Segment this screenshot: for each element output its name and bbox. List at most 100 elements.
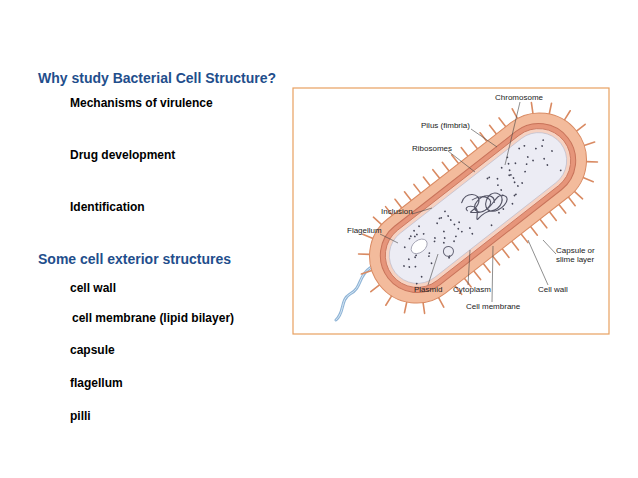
ribosome-dot: [410, 235, 413, 238]
pilus-drawing: [521, 234, 528, 243]
part-label: Inclusion: [381, 207, 413, 216]
leader-line: [448, 151, 475, 172]
ribosome-dot: [546, 164, 549, 167]
ribosome-dot: [416, 233, 419, 236]
ribosome-dot: [447, 215, 450, 218]
ribosome-dot: [518, 147, 521, 150]
ribosome-dot: [443, 237, 446, 240]
list-item: Drug development: [70, 148, 175, 162]
ribosome-dot: [461, 230, 464, 233]
pilus-drawing: [577, 124, 586, 131]
ribosome-dot: [541, 145, 544, 148]
inclusion-drawing: [408, 236, 430, 257]
leader-line: [380, 234, 398, 243]
pilus-drawing: [584, 139, 594, 148]
pilus-drawing: [414, 184, 421, 193]
part-label: Cytoplasm: [453, 285, 491, 294]
ribosome-dot: [444, 210, 447, 213]
pilus-drawing: [395, 199, 402, 208]
ribosome-dot: [438, 217, 441, 220]
part-label: Flagellum: [347, 226, 382, 235]
capsule-drawing: [351, 94, 606, 322]
ribosome-dot: [502, 208, 505, 211]
ribosome-dot: [517, 185, 520, 188]
pilus-drawing: [437, 298, 445, 308]
part-label: Chromosome: [495, 93, 543, 102]
ribosome-dot: [497, 184, 500, 187]
ribosome-dot: [415, 282, 418, 285]
pilus-drawing: [471, 140, 478, 149]
pilus-drawing: [433, 170, 440, 179]
pilus-drawing: [373, 216, 381, 226]
ribosome-dot: [469, 227, 472, 230]
pili-drawing: [335, 79, 621, 338]
ribosome-dot: [498, 211, 501, 214]
pilus-drawing: [483, 264, 490, 273]
leader-line: [471, 129, 497, 147]
list-item: pilli: [70, 409, 91, 423]
ribosome-dot: [443, 230, 446, 233]
pilus-drawing: [490, 125, 497, 134]
pilus-drawing: [583, 174, 593, 185]
ribosome-dot: [420, 275, 423, 278]
ribosomes-drawing: [388, 132, 566, 285]
list-item: capsule: [70, 343, 115, 357]
pilus-drawing: [586, 156, 597, 167]
leader-line: [505, 102, 520, 165]
ribosome-dot: [507, 162, 510, 165]
ribosome-dot: [408, 258, 411, 261]
leader-line: [412, 208, 432, 214]
ribosome-dot: [415, 254, 418, 257]
part-label: Capsule or slime layer: [556, 246, 606, 264]
ribosome-dot: [403, 246, 406, 249]
leader-lines: [380, 102, 556, 302]
ribosome-dot: [440, 217, 443, 220]
pilus-drawing: [499, 118, 506, 127]
ribosome-dot: [433, 240, 436, 243]
ribosome-dot: [436, 222, 439, 225]
leader-line: [428, 254, 438, 285]
pilus-drawing: [361, 268, 371, 277]
pilus-drawing: [404, 192, 411, 201]
pilus-drawing: [568, 197, 575, 206]
list-item: Mechanisms of virulence: [70, 96, 213, 110]
ribosome-dot: [513, 181, 516, 184]
plasmid-drawing: [441, 244, 455, 258]
ribosome-dot: [408, 266, 411, 269]
ribosome-dot: [488, 176, 491, 179]
ribosome-dot: [490, 224, 493, 227]
leader-line: [492, 246, 493, 302]
pilus-drawing: [419, 303, 429, 314]
ribosome-dot: [428, 252, 431, 255]
pilus-drawing: [383, 296, 393, 305]
ribosome-dot: [458, 221, 461, 224]
ribosome-dot: [532, 159, 535, 162]
ribosome-dot: [510, 174, 513, 177]
list-item: flagellum: [70, 376, 123, 390]
ribosome-dot: [413, 229, 416, 232]
pilus-drawing: [540, 219, 547, 228]
ribosome-dot: [524, 170, 527, 173]
ribosome-dot: [527, 156, 530, 159]
leader-line: [543, 240, 556, 254]
figure-frame: [293, 88, 609, 334]
ribosome-dot: [453, 240, 456, 243]
pilus-drawing: [527, 103, 537, 114]
ribosome-dot: [521, 182, 524, 185]
ribosome-dot: [525, 163, 528, 166]
ribosome-dot: [403, 265, 406, 268]
ribosome-dot: [450, 219, 453, 222]
ribosome-dot: [500, 167, 503, 170]
ribosome-dot: [453, 223, 456, 226]
ribosome-dot: [418, 225, 421, 228]
pilus-drawing: [493, 256, 500, 265]
cell-membrane-drawing: [372, 116, 583, 301]
ribosome-dot: [559, 169, 562, 172]
pilus-drawing: [549, 212, 556, 221]
cytoplasm-drawing: [378, 121, 578, 294]
bacterium-drawing: [335, 79, 621, 338]
ribosome-dot: [542, 139, 545, 142]
pilus-drawing: [461, 148, 468, 157]
ribosome-dot: [551, 150, 554, 153]
